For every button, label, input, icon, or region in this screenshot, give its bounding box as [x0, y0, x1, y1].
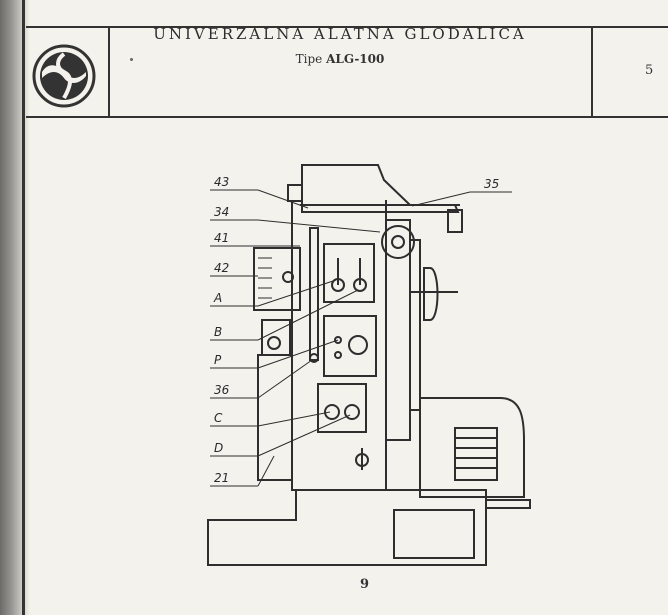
- page-number: 5: [645, 63, 654, 78]
- figure-number: 9: [360, 577, 370, 592]
- label-21: 21: [214, 471, 229, 485]
- handwheel: [381, 225, 415, 259]
- label-36: 36: [214, 383, 230, 397]
- logo-cell: [26, 28, 110, 116]
- right-column-side: [386, 219, 411, 441]
- label-41: 41: [214, 231, 229, 245]
- label-43: 43: [214, 175, 229, 189]
- document-title: UNIVERZALNA ALATNA GLODALICA: [153, 25, 527, 43]
- vertical-rod: [309, 227, 319, 361]
- label-P: P: [214, 353, 222, 367]
- motor-vent: [454, 427, 498, 481]
- feed-crank: [423, 267, 439, 321]
- feed-box: [447, 209, 463, 233]
- binding-line: [22, 0, 25, 615]
- label-42: 42: [214, 261, 229, 275]
- saddle-block: [253, 247, 301, 311]
- document-subtitle: Tipe ALG-100: [140, 52, 540, 66]
- label-34: 34: [214, 205, 229, 219]
- middle-control-panel: [323, 315, 377, 377]
- bracket: [261, 319, 291, 356]
- head-nose: [287, 184, 303, 202]
- base-door: [393, 509, 475, 559]
- swirl-logo-icon: [32, 44, 96, 108]
- label-D: D: [214, 441, 223, 455]
- label-B: B: [214, 325, 222, 339]
- document-header: [26, 26, 668, 118]
- label-35: 35: [484, 177, 499, 191]
- base-step: [486, 499, 531, 509]
- label-C: C: [214, 411, 223, 425]
- model-name: ALG-100: [326, 52, 385, 66]
- lower-control-panel: [317, 383, 367, 433]
- upper-control-panel: [323, 243, 375, 303]
- subtitle-prefix: Tipe: [295, 52, 323, 66]
- page-edge-shadow: [0, 0, 30, 615]
- machine-base: [207, 489, 487, 566]
- ink-dot: [130, 58, 133, 61]
- motor-housing: [419, 397, 525, 498]
- left-lower-plate: [257, 354, 293, 481]
- label-A: A: [213, 291, 222, 305]
- page-number-cell: [591, 28, 668, 116]
